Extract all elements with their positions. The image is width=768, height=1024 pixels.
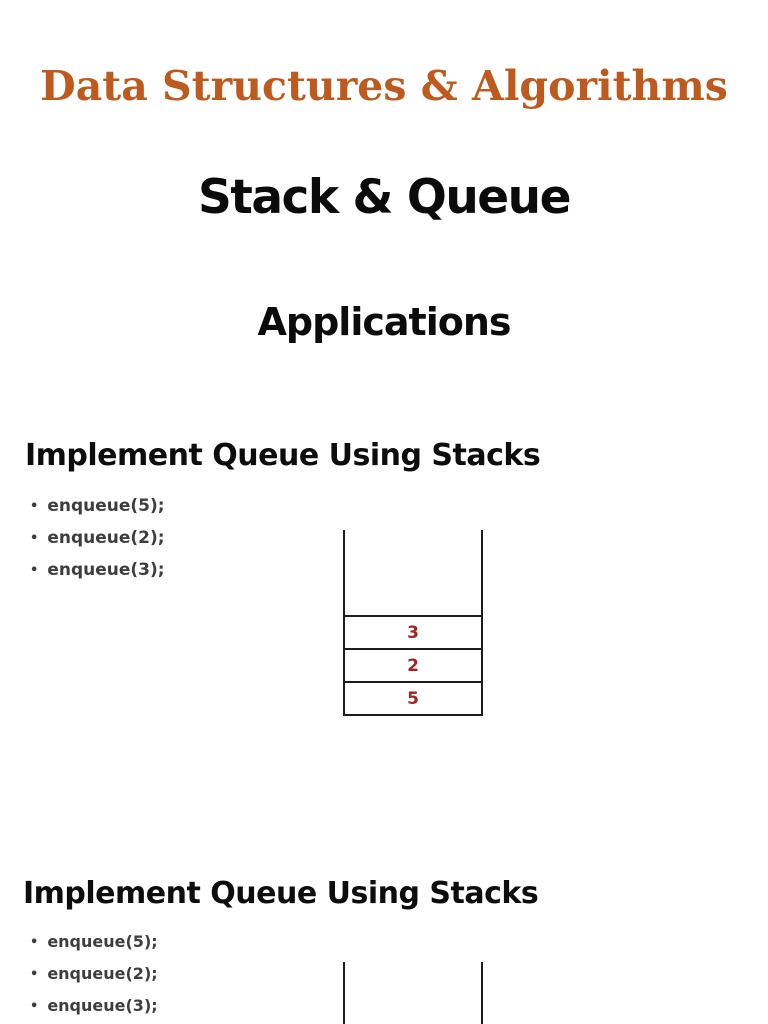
lecture-title: Stack & Queue — [198, 170, 572, 225]
section-heading-implement-queue-1: Implement Queue Using Stacks — [25, 438, 541, 473]
bullet-item: • enqueue(2); — [30, 958, 158, 990]
stack-value: 2 — [407, 655, 419, 676]
enqueue-list-1: • enqueue(5); • enqueue(2); • enqueue(3); — [30, 490, 165, 586]
bullet-item: • enqueue(5); — [30, 490, 165, 522]
bullet-dot: • — [30, 935, 39, 950]
bullet-dot: • — [30, 531, 39, 546]
stack-value: 3 — [407, 622, 419, 643]
stack-empty-space — [345, 530, 481, 615]
bullet-text: enqueue(3); — [47, 560, 165, 580]
bullet-item: • enqueue(3); — [30, 990, 158, 1022]
bullet-text: enqueue(5); — [47, 932, 158, 951]
bullet-text: enqueue(5); — [47, 496, 165, 516]
bullet-item: • enqueue(2); — [30, 522, 165, 554]
stack-cell: 5 — [345, 681, 481, 714]
stack-diagram-filled: 3 2 5 — [343, 530, 483, 716]
bullet-item: • enqueue(5); — [30, 926, 158, 958]
stack-value: 5 — [407, 688, 419, 709]
bullet-dot: • — [30, 499, 39, 514]
course-title: Data Structures & Algorithms — [40, 62, 728, 110]
bullet-dot: • — [30, 563, 39, 578]
enqueue-list-2: • enqueue(5); • enqueue(2); • enqueue(3); — [30, 926, 158, 1022]
applications-subtitle: Applications — [257, 300, 512, 344]
section-heading-implement-queue-2: Implement Queue Using Stacks — [23, 876, 539, 911]
bullet-dot: • — [30, 967, 39, 982]
bullet-item: • enqueue(3); — [30, 554, 165, 586]
bullet-text: enqueue(2); — [47, 528, 165, 548]
bullet-dot: • — [30, 999, 39, 1014]
bullet-text: enqueue(3); — [47, 996, 158, 1015]
bullet-text: enqueue(2); — [47, 964, 158, 983]
stack-diagram-empty — [343, 962, 483, 1024]
stack-cell: 3 — [345, 615, 481, 648]
stack-cell: 2 — [345, 648, 481, 681]
